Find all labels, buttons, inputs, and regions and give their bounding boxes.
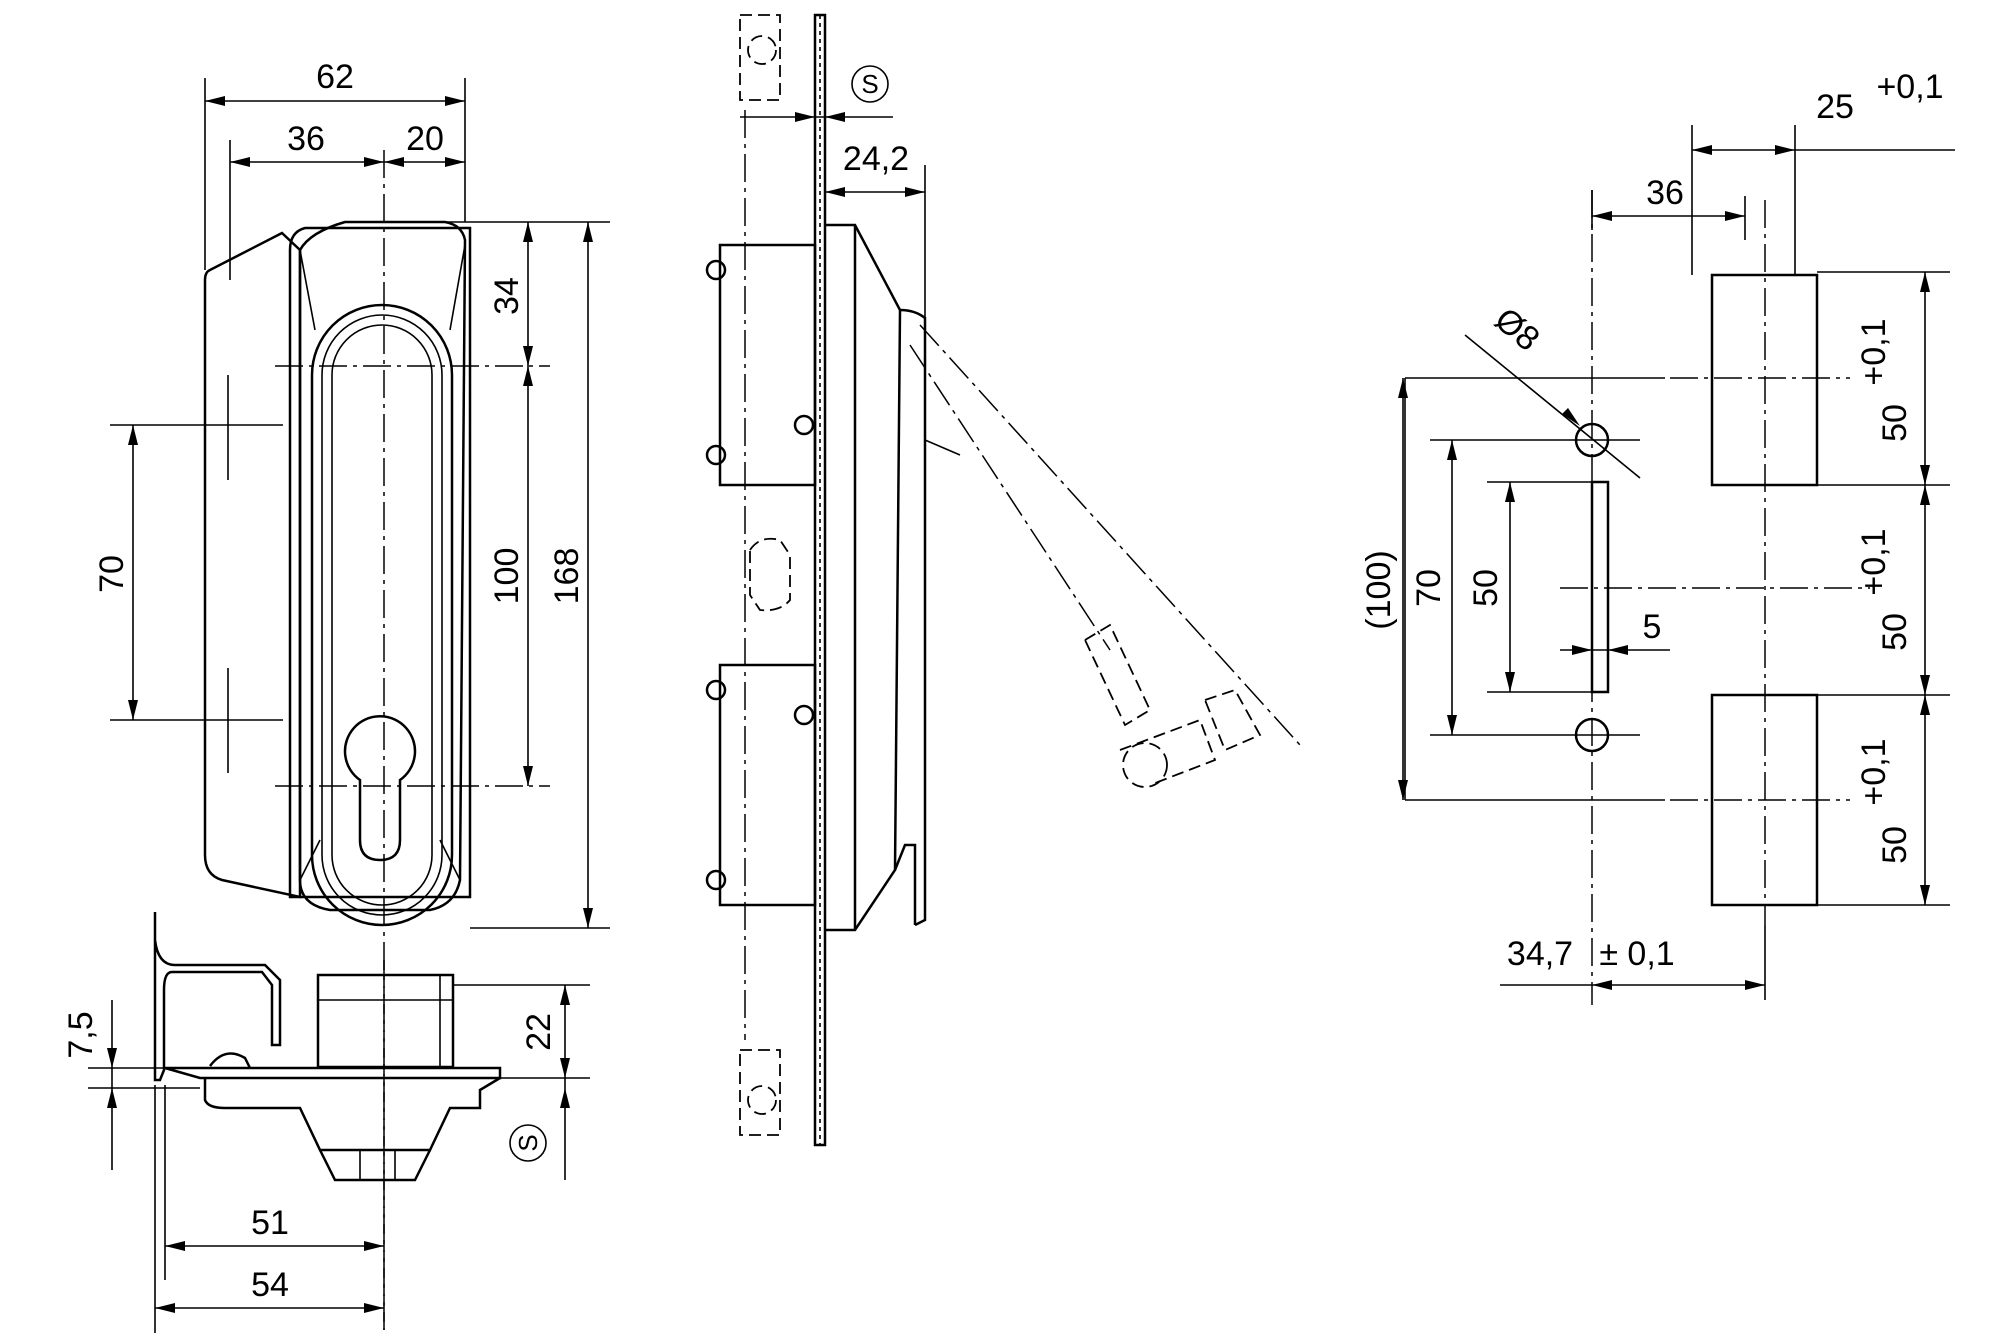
dim-34-7: 34,7 <box>1507 935 1573 973</box>
dim-7-5: 7,5 <box>62 1011 100 1058</box>
housing-outline <box>203 231 302 899</box>
dim-50-p3: 50 <box>1876 826 1914 864</box>
dim-25: 25 <box>1816 88 1854 126</box>
dim-54: 54 <box>251 1266 289 1304</box>
dim-22: 22 <box>520 1013 558 1051</box>
side-view: 24,2 S <box>705 13 1301 1147</box>
dim-50-p1-tol: +0,1 <box>1855 318 1893 385</box>
dim-50-slot: 50 <box>1467 569 1505 607</box>
bottom-view: 51 54 7,5 22 S <box>62 912 590 1333</box>
dim-168: 168 <box>548 548 586 605</box>
dim-50-p1: 50 <box>1876 404 1914 442</box>
front-view: 62 36 20 34 100 168 70 <box>93 58 610 1330</box>
keyhole-icon <box>343 715 417 862</box>
dim-100-cut: (100) <box>1360 550 1398 629</box>
dim-25-tol: +0,1 <box>1876 68 1943 106</box>
mark-s-side: S <box>861 69 878 99</box>
dim-36: 36 <box>287 120 325 158</box>
dim-dia-8: Ø8 <box>1487 300 1546 358</box>
mounting-bracket <box>153 912 282 1082</box>
grip-recess <box>310 303 454 927</box>
dim-34-7-tol: ± 0,1 <box>1599 935 1674 973</box>
lock-body <box>316 973 455 1069</box>
dim-34: 34 <box>488 277 526 315</box>
dim-5: 5 <box>1643 608 1662 646</box>
housing-body <box>288 226 472 899</box>
cutout-view: Ø8 25 +0,1 36 (100) 70 <box>1360 68 1955 1005</box>
handle-side <box>825 223 902 932</box>
dim-100: 100 <box>488 548 526 605</box>
dim-36-cut: 36 <box>1646 174 1684 212</box>
mark-s-bottom: S <box>513 1134 543 1151</box>
dim-50-p3-tol: +0,1 <box>1855 738 1893 805</box>
dim-20: 20 <box>406 120 444 158</box>
dim-62: 62 <box>316 58 354 96</box>
dim-50-p2: 50 <box>1876 613 1914 651</box>
dim-70-cut: 70 <box>1410 569 1448 607</box>
dim-70: 70 <box>93 555 131 593</box>
dim-51: 51 <box>251 1204 289 1242</box>
dim-50-p2-tol: +0,1 <box>1855 528 1893 595</box>
dim-24-2: 24,2 <box>843 140 909 178</box>
slot <box>1590 480 1610 694</box>
